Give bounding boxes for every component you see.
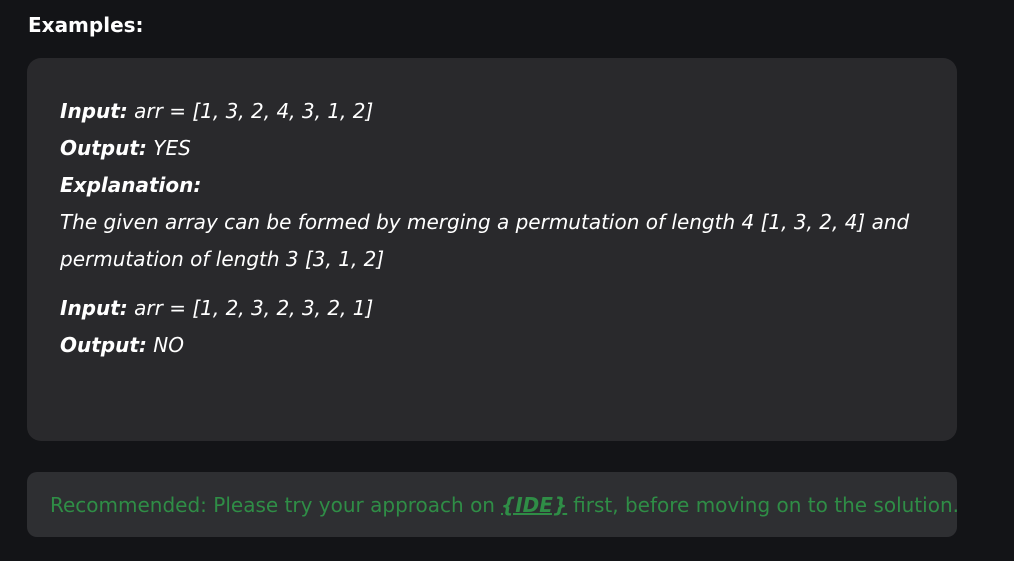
- explanation-label: Explanation:: [60, 173, 202, 197]
- recommendation-suffix: first, before moving on to the solution.: [573, 492, 959, 517]
- example-1-explanation-text: The given array can be formed by merging…: [60, 210, 910, 271]
- output-label: Output:: [60, 333, 147, 357]
- example-2-output: Output: NO: [60, 327, 924, 364]
- output-label: Output:: [60, 136, 147, 160]
- recommendation-prefix: Recommended: Please try your approach on: [50, 492, 495, 517]
- input-label: Input:: [60, 99, 128, 123]
- example-1-output: Output: YES: [60, 130, 924, 167]
- input-value: arr = [1, 2, 3, 2, 3, 2, 1]: [127, 296, 374, 320]
- input-value: arr = [1, 3, 2, 4, 3, 1, 2]: [127, 99, 374, 123]
- example-2-input: Input: arr = [1, 2, 3, 2, 3, 2, 1]: [60, 290, 924, 327]
- examples-panel: Input: arr = [1, 3, 2, 4, 3, 1, 2] Outpu…: [27, 58, 957, 441]
- example-separator: [60, 278, 924, 290]
- example-1-explanation-heading: Explanation:: [60, 167, 924, 204]
- examples-heading: Examples:: [28, 13, 144, 37]
- output-value: YES: [146, 136, 191, 160]
- recommendation-banner: Recommended: Please try your approach on…: [27, 472, 959, 537]
- example-1-input: Input: arr = [1, 3, 2, 4, 3, 1, 2]: [60, 93, 924, 130]
- ide-link[interactable]: {IDE}: [500, 492, 568, 517]
- input-label: Input:: [60, 296, 128, 320]
- output-value: NO: [146, 333, 184, 357]
